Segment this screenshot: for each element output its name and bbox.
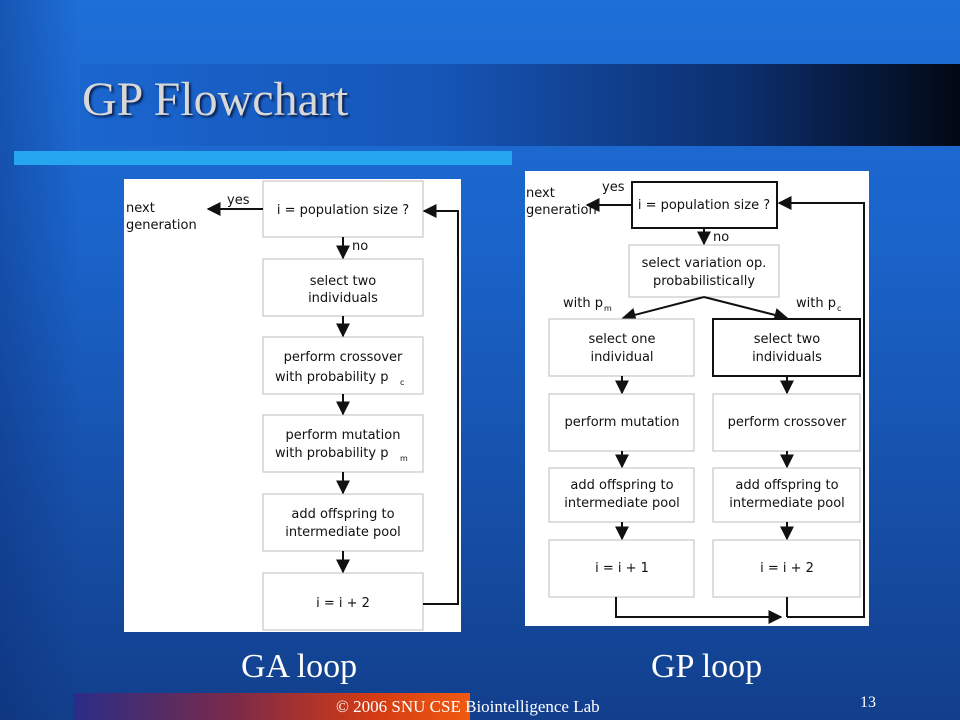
ga-yes-label: yes [227, 193, 250, 208]
gp-yes-label: yes [602, 180, 625, 195]
gp-box-text: intermediate pool [729, 496, 845, 511]
ga-flowchart-panel: i = population size ? select two individ… [124, 179, 461, 632]
gp-right-box-select [712, 318, 861, 377]
ga-box-crossover [262, 336, 424, 395]
gp-box-select-variation [628, 244, 780, 298]
title-band [80, 64, 960, 146]
ga-no-label: no [352, 239, 368, 254]
gp-no-label: no [713, 230, 729, 245]
gp-box-text: perform crossover [728, 415, 847, 430]
gp-subscript-c: c [837, 304, 841, 313]
ga-next-generation-label: next [126, 201, 155, 216]
title-accent-bar [14, 151, 512, 165]
ga-box-text: add offspring to [291, 507, 394, 522]
gp-box-text: perform mutation [565, 415, 680, 430]
ga-box-text: perform crossover [284, 350, 403, 365]
gp-box-text: add offspring to [570, 478, 673, 493]
ga-box-mutation [262, 414, 424, 473]
footer-bar [73, 693, 470, 720]
gp-branch-label-mutation: with p [563, 296, 603, 311]
page-number: 13 [860, 694, 876, 711]
gp-branch-label-crossover: with p [796, 296, 836, 311]
ga-loop-caption: GA loop [241, 648, 358, 685]
gp-left-box-add-offspring [548, 467, 695, 523]
ga-loop-back-arrow [422, 204, 459, 605]
gp-box-text: add offspring to [735, 478, 838, 493]
gp-branch-arrow-crossover [703, 296, 789, 322]
gp-right-box-crossover [712, 393, 861, 452]
ga-box-text: perform mutation [286, 428, 401, 443]
ga-box-text: individuals [308, 291, 378, 306]
ga-box-population-check [262, 180, 424, 238]
gp-next-generation-label: next [526, 186, 555, 201]
ga-box-increment [262, 572, 424, 631]
ga-subscript-m: m [400, 454, 408, 463]
gp-loop-caption: GP loop [651, 648, 763, 685]
gp-box-text: select two [754, 332, 820, 347]
ga-box-text: select two [310, 274, 376, 289]
ga-box-text: i = i + 2 [316, 596, 370, 611]
gp-box-text: i = i + 2 [760, 561, 814, 576]
ga-box-text: with probability p [275, 446, 388, 461]
gp-box-text: i = population size ? [638, 198, 770, 213]
gp-box-text: i = i + 1 [595, 561, 649, 576]
gp-flowchart: i = population size ? yes next generatio… [526, 180, 865, 624]
ga-flowchart: i = population size ? select two individ… [126, 180, 459, 631]
gp-box-text: individual [590, 350, 653, 365]
gp-right-box-add-offspring [712, 467, 861, 523]
gp-merge-arrow-left [615, 597, 783, 624]
gp-box-text: individuals [752, 350, 822, 365]
ga-box-text: with probability p [275, 370, 388, 385]
ga-next-generation-label: generation [126, 218, 197, 233]
ga-box-text: i = population size ? [277, 203, 409, 218]
footer-copyright: © 2006 SNU CSE Biointelligence Lab [336, 697, 600, 716]
gp-flowchart-panel: i = population size ? yes next generatio… [525, 171, 869, 626]
gp-box-text: select variation op. [642, 256, 767, 271]
ga-box-add-offspring [262, 493, 424, 552]
left-edge-shade [0, 0, 80, 720]
gp-box-text: select one [589, 332, 656, 347]
ga-box-text: intermediate pool [285, 525, 401, 540]
gp-next-generation-label: generation [526, 203, 597, 218]
gp-right-box-increment [712, 539, 861, 598]
ga-subscript-c: c [400, 378, 404, 387]
gp-left-box-select [548, 318, 695, 377]
gp-box-text: intermediate pool [564, 496, 680, 511]
slide-title: GP Flowchart [82, 73, 349, 126]
gp-left-box-increment [548, 539, 695, 598]
gp-branch-arrow-mutation [621, 296, 705, 322]
gp-loop-back-arrow [777, 196, 865, 618]
gp-subscript-m: m [604, 304, 612, 313]
gp-box-text: probabilistically [653, 274, 755, 289]
